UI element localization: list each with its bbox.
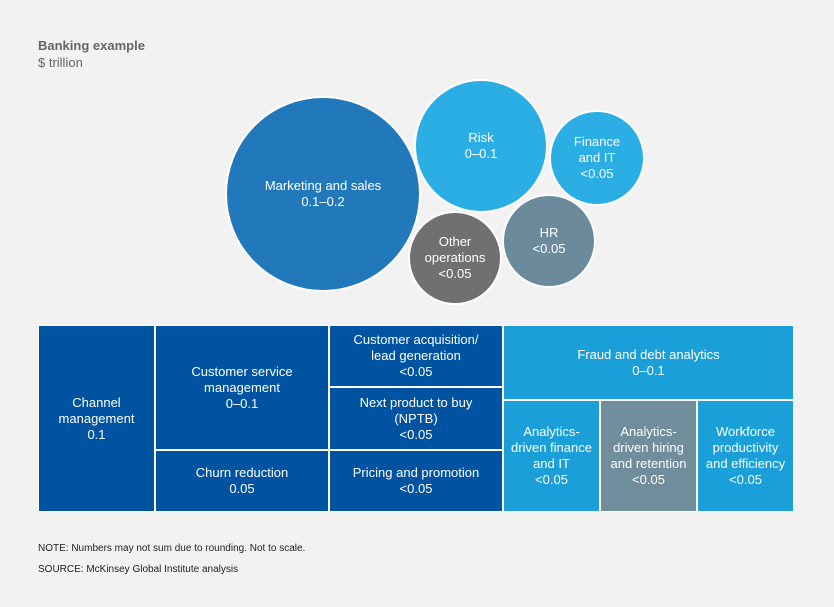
treemap-cell-fraud: Fraud and debt analytics 0–0.1 xyxy=(503,325,794,400)
treemap-cell-label: Analytics- driven hiring and retention <… xyxy=(610,424,687,487)
bubble-label-line: 0.1–0.2 xyxy=(301,194,344,209)
treemap-cell-label: Workforce productivity and efficiency <0… xyxy=(705,424,786,487)
treemap-cell-finance_it: Analytics- driven finance and IT <0.05 xyxy=(503,400,600,512)
treemap-cell-nptb: Next product to buy (NPTB) <0.05 xyxy=(329,387,503,450)
treemap-cell-hiring: Analytics- driven hiring and retention <… xyxy=(600,400,697,512)
bubble-label-line: <0.05 xyxy=(439,266,472,281)
bubble-label-line: HR xyxy=(540,225,559,240)
treemap-cell-channel: Channel management 0.1 xyxy=(38,325,155,512)
bubble-other xyxy=(408,211,502,305)
bubble-label-line: <0.05 xyxy=(581,166,614,181)
treemap-cell-label: Channel management 0.1 xyxy=(58,394,135,442)
treemap-cell-label: Customer service management 0–0.1 xyxy=(191,363,293,411)
bubble-label-line: and IT xyxy=(579,150,616,165)
treemap-cell-label: Customer acquisition/ lead generation <0… xyxy=(353,332,479,379)
bubble-marketing xyxy=(225,96,421,292)
bubble-label-line: 0–0.1 xyxy=(465,146,498,161)
treemap-cell-label: Next product to buy (NPTB) <0.05 xyxy=(359,394,473,442)
treemap-cell-acquisition: Customer acquisition/ lead generation <0… xyxy=(329,325,503,387)
bubble-label-line: Finance xyxy=(574,134,620,149)
treemap-cell-workforce: Workforce productivity and efficiency <0… xyxy=(697,400,794,512)
treemap-cell-label: Fraud and debt analytics 0–0.1 xyxy=(577,346,720,378)
treemap-cell-churn: Churn reduction 0.05 xyxy=(155,450,329,512)
source-note: SOURCE: McKinsey Global Institute analys… xyxy=(38,564,239,575)
treemap-cell-label: Churn reduction 0.05 xyxy=(195,465,289,496)
footnote: NOTE: Numbers may not sum due to roundin… xyxy=(38,543,306,554)
treemap-cell-pricing: Pricing and promotion <0.05 xyxy=(329,450,503,512)
page-title: Banking example xyxy=(38,38,145,53)
bubble-label-line: operations xyxy=(425,250,486,265)
bubble-label-line: Other xyxy=(439,234,472,249)
treemap-cell-customer_service: Customer service management 0–0.1 xyxy=(155,325,329,450)
bubble-risk xyxy=(414,79,548,213)
unit-label: $ trillion xyxy=(38,55,83,70)
treemap-cell-label: Pricing and promotion <0.05 xyxy=(352,465,480,496)
bubble-finance xyxy=(549,110,645,206)
bubble-label-line: Marketing and sales xyxy=(265,178,382,193)
treemap-cell-label: Analytics- driven finance and IT <0.05 xyxy=(511,424,592,487)
bubble-label-line: Risk xyxy=(468,130,494,145)
bubble-hr xyxy=(502,194,596,288)
bubble-label-hr: HR<0.05 xyxy=(533,225,566,256)
bubble-label-line: <0.05 xyxy=(533,241,566,256)
